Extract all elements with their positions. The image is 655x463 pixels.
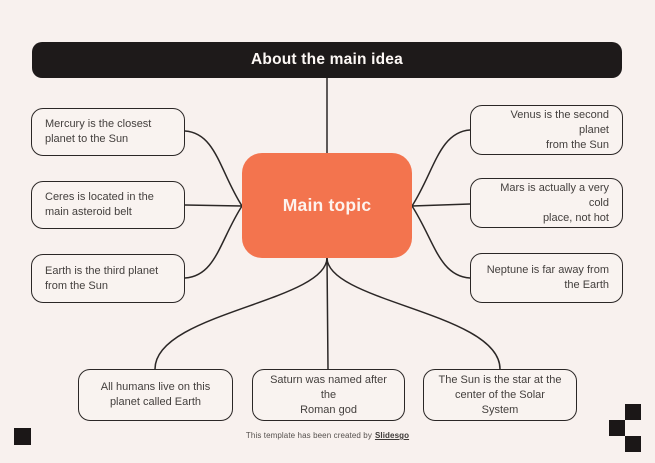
node-text-line: Neptune is far away from [486, 264, 609, 276]
checker-square-icon [14, 428, 31, 445]
title-bar: About the main idea [32, 42, 622, 78]
node-the-sun: The Sun is the star at the center of the… [423, 369, 577, 421]
connector-neptune [411, 205, 471, 279]
node-text-line: The Sun is the star at the [438, 373, 562, 386]
node-text-line: main asteroid belt [45, 206, 132, 218]
footer-credit-text: This template has been created by [245, 431, 372, 440]
slide-title: About the main idea [251, 51, 403, 68]
node-all-humans: All humans live on this planet called Ea… [78, 369, 233, 421]
node-text-line: place, not hot [542, 211, 609, 224]
node-text-line: All humans live on this [100, 381, 211, 393]
node-earth: Earth is the third planet from the Sun [31, 254, 185, 303]
node-text-line: the Earth [564, 279, 609, 291]
connector-earth [184, 205, 243, 279]
node-text-line: Roman god [300, 403, 357, 416]
node-text-line: Saturn was named after the [270, 373, 387, 401]
node-text-line: Mars is actually a very cold [500, 181, 609, 209]
connector-ceres [184, 204, 243, 207]
checker-square-icon [609, 420, 625, 436]
node-text-line: Mercury is the closest [45, 118, 152, 130]
connector-saturn [326, 257, 329, 370]
node-text-line: Earth is the third planet [45, 264, 159, 277]
node-text-line: planet to the Sun [45, 133, 129, 145]
node-text-line: planet called Earth [109, 396, 202, 408]
node-neptune: Neptune is far away from the Earth [470, 253, 623, 303]
node-venus: Venus is the second planet from the Sun [470, 105, 623, 155]
checker-square-icon [625, 436, 641, 452]
main-topic-box: Main topic [242, 153, 412, 258]
node-text-line: from the Sun [45, 279, 108, 292]
main-topic-label: Main topic [282, 195, 372, 215]
node-saturn: Saturn was named after the Roman god [252, 369, 405, 421]
node-text-line: from the Sun [546, 138, 609, 151]
connector-venus [411, 129, 471, 207]
connector-mars [411, 203, 471, 207]
connector-mercury [184, 130, 243, 207]
node-ceres: Ceres is located in the main asteroid be… [31, 181, 185, 229]
node-text-line: center of the Solar System [455, 388, 545, 416]
slidesgo-link[interactable]: Slidesgo [374, 431, 410, 440]
node-mercury: Mercury is the closest planet to the Sun [31, 108, 185, 156]
node-mars: Mars is actually a very cold place, not … [470, 178, 623, 228]
node-text-line: Ceres is located in the [45, 191, 154, 203]
node-text-line: Venus is the second planet [510, 108, 609, 136]
checker-square-icon [625, 404, 641, 420]
